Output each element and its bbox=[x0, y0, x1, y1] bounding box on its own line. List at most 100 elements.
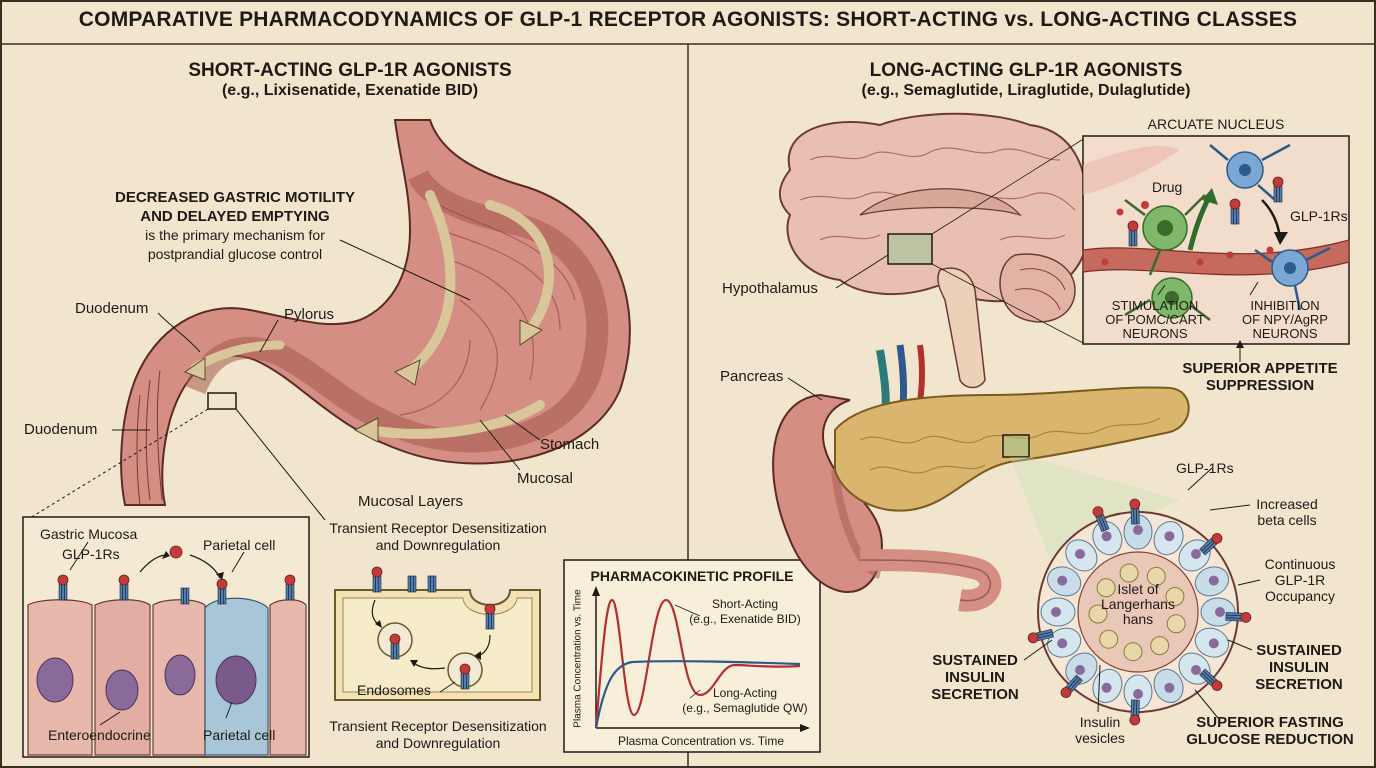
motility-arrow-2 bbox=[485, 200, 554, 335]
pk-short-label-line-1: Short-Acting bbox=[711, 597, 779, 611]
arcuate-stimulation: STIMULATION OF POMC/CART NEURONS bbox=[1090, 299, 1220, 341]
vesicles-line-1: Insulin bbox=[1079, 714, 1121, 730]
insulin-vesicle bbox=[1088, 604, 1108, 624]
pk-frame bbox=[563, 559, 821, 753]
sustained-right-line-2: INSULIN bbox=[1269, 659, 1329, 676]
pk-y-label: Plasma Concentration vs. Time bbox=[572, 589, 584, 728]
insulin-vesicle bbox=[1119, 563, 1139, 583]
inhib-line-2: OF NPY/AgRP bbox=[1242, 312, 1328, 327]
arcuate-label-glp1rs: GLP-1Rs bbox=[1290, 208, 1348, 224]
short-acting-examples: (e.g., Lixisenatide, Exenatide BID) bbox=[221, 82, 479, 99]
long-acting-heading: LONG-ACTING GLP-1R AGONISTS bbox=[869, 60, 1183, 81]
stim-line-2: OF POMC/CART bbox=[1105, 312, 1205, 327]
beta-cell-nucleus bbox=[1101, 682, 1112, 693]
islet-line-2: Langerhans bbox=[1101, 596, 1175, 612]
callout-line-2: AND DELAYED EMPTYING bbox=[140, 208, 330, 225]
inhib-line-1: INHIBITION bbox=[1250, 298, 1320, 313]
sustained-left-line-2: INSULIN bbox=[945, 669, 1005, 686]
islet-label-continuous-occupancy: Continuous GLP-1R Occupancy bbox=[1250, 556, 1350, 604]
arcuate-title: ARCUATE NUCLEUS bbox=[1147, 116, 1285, 132]
beta-cell-nucleus bbox=[1191, 665, 1201, 675]
callout-line-1: DECREASED GASTRIC MOTILITY bbox=[114, 189, 355, 206]
islet-illustration bbox=[1026, 498, 1252, 726]
page-title: COMPARATIVE PHARMACODYNAMICS OF GLP-1 RE… bbox=[78, 8, 1298, 31]
beta-cell-nucleus bbox=[1075, 665, 1085, 675]
short-acting-heading: SHORT-ACTING GLP-1R AGONISTS bbox=[188, 60, 512, 81]
sustained-right-line-3: SECRETION bbox=[1255, 676, 1343, 693]
sustained-secretion-left: SUSTAINED INSULIN SECRETION bbox=[920, 652, 1030, 703]
desens-bottom-line-2: and Downregulation bbox=[375, 735, 501, 751]
zoom-box-duodenum bbox=[207, 392, 237, 410]
sustained-left-line-1: SUSTAINED bbox=[932, 652, 1018, 669]
callout-line-3: is the primary mechanism for bbox=[145, 227, 325, 243]
callout-line-4: postprandial glucose control bbox=[147, 246, 323, 262]
fasting-glucose-label: SUPERIOR FASTING GLUCOSE REDUCTION bbox=[1172, 714, 1368, 748]
beta-cell-nucleus bbox=[1164, 531, 1175, 542]
inset-label-glp1rs: GLP-1Rs bbox=[62, 546, 120, 562]
islet-line-3: hans bbox=[1122, 611, 1154, 627]
continuous-line-2: GLP-1R bbox=[1274, 572, 1326, 588]
cerebellum bbox=[999, 253, 1076, 323]
continuous-line-3: Occupancy bbox=[1264, 588, 1336, 604]
arcuate-inhibition: INHIBITION OF NPY/AgRP NEURONS bbox=[1225, 299, 1345, 341]
mucosa-inset bbox=[22, 516, 310, 758]
islet-line-1: Islet of bbox=[1117, 581, 1159, 597]
brain-illustration bbox=[778, 112, 1089, 389]
pk-x-label: Plasma Concentration vs. Time bbox=[617, 734, 785, 748]
hypothalamus-zoom-box bbox=[887, 233, 933, 265]
beta-cell-nucleus bbox=[1057, 638, 1068, 649]
desensitization-diagram bbox=[334, 566, 541, 701]
beta-cell-nucleus bbox=[1208, 575, 1219, 586]
gastric-folds bbox=[399, 199, 576, 416]
appetite-suppression-label: SUPERIOR APPETITE SUPPRESSION bbox=[1160, 360, 1360, 394]
label-stomach: Stomach bbox=[540, 436, 600, 453]
sustained-left-line-3: SECRETION bbox=[931, 686, 1019, 703]
beta-cell-nucleus bbox=[1057, 575, 1068, 586]
label-duodenum-top: Duodenum bbox=[75, 300, 149, 317]
insulin-vesicle bbox=[1099, 629, 1119, 649]
gastric-motility-callout: DECREASED GASTRIC MOTILITY AND DELAYED E… bbox=[70, 188, 400, 264]
insulin-vesicle bbox=[1165, 587, 1185, 606]
desens-top-line-2: and Downregulation bbox=[375, 537, 501, 553]
beta-cell-nucleus bbox=[1075, 549, 1085, 559]
sustained-secretion-right: SUSTAINED INSULIN SECRETION bbox=[1244, 642, 1354, 693]
stomach-illustration bbox=[120, 119, 631, 506]
brain-gyri bbox=[799, 147, 1076, 241]
desens-top-line-1: Transient Receptor Desensitization bbox=[329, 520, 547, 536]
beta-cell-nucleus bbox=[1101, 531, 1112, 542]
fasting-line-2: GLUCOSE REDUCTION bbox=[1186, 731, 1354, 748]
pk-short-acting-curve bbox=[594, 598, 801, 729]
label-pancreas: Pancreas bbox=[720, 368, 784, 385]
appetite-line-2: SUPPRESSION bbox=[1205, 377, 1315, 394]
stim-line-3: NEURONS bbox=[1122, 326, 1188, 341]
inset-label-parietal-bottom: Parietal cell bbox=[203, 727, 276, 743]
duodenum-rings bbox=[136, 369, 163, 506]
pk-chart bbox=[563, 559, 821, 753]
stomach-inner-wall bbox=[184, 169, 609, 453]
motility-arrow-3 bbox=[365, 400, 545, 439]
arcuate-label-drug: Drug bbox=[1152, 179, 1183, 195]
continuous-line-1: Continuous bbox=[1264, 556, 1336, 572]
beta-cell-nucleus bbox=[1208, 638, 1219, 649]
pk-long-label-line-2: (e.g., Semaglutide QW) bbox=[682, 701, 808, 715]
insulin-vesicle bbox=[1146, 566, 1166, 586]
pk-short-label: Short-Acting (e.g., Exenatide BID) bbox=[670, 597, 820, 627]
label-duodenum-left: Duodenum bbox=[24, 421, 98, 438]
label-mucosal-layers: Mucosal Layers bbox=[358, 493, 464, 510]
desens-label-top: Transient Receptor Desensitization and D… bbox=[318, 520, 558, 554]
fasting-line-1: SUPERIOR FASTING bbox=[1196, 714, 1344, 731]
islet-zoom-box bbox=[1002, 434, 1030, 458]
insulin-vesicle bbox=[1150, 636, 1170, 656]
label-hypothalamus: Hypothalamus bbox=[722, 280, 818, 297]
beta-cell-nucleus bbox=[1164, 682, 1175, 693]
pk-title: PHARMACOKINETIC PROFILE bbox=[590, 568, 794, 584]
desens-label-bottom: Transient Receptor Desensitization and D… bbox=[318, 718, 558, 752]
inset-label-enteroendocrine: Enteroendocrine bbox=[48, 727, 151, 743]
increased-line-2: beta cells bbox=[1257, 512, 1317, 528]
beta-cell-nucleus bbox=[1051, 607, 1061, 617]
pk-long-label: Long-Acting (e.g., Semaglutide QW) bbox=[670, 686, 820, 716]
leader-lines-right bbox=[787, 377, 1261, 719]
label-mucosal: Mucosal bbox=[517, 470, 573, 487]
appetite-line-1: SUPERIOR APPETITE bbox=[1182, 360, 1338, 377]
